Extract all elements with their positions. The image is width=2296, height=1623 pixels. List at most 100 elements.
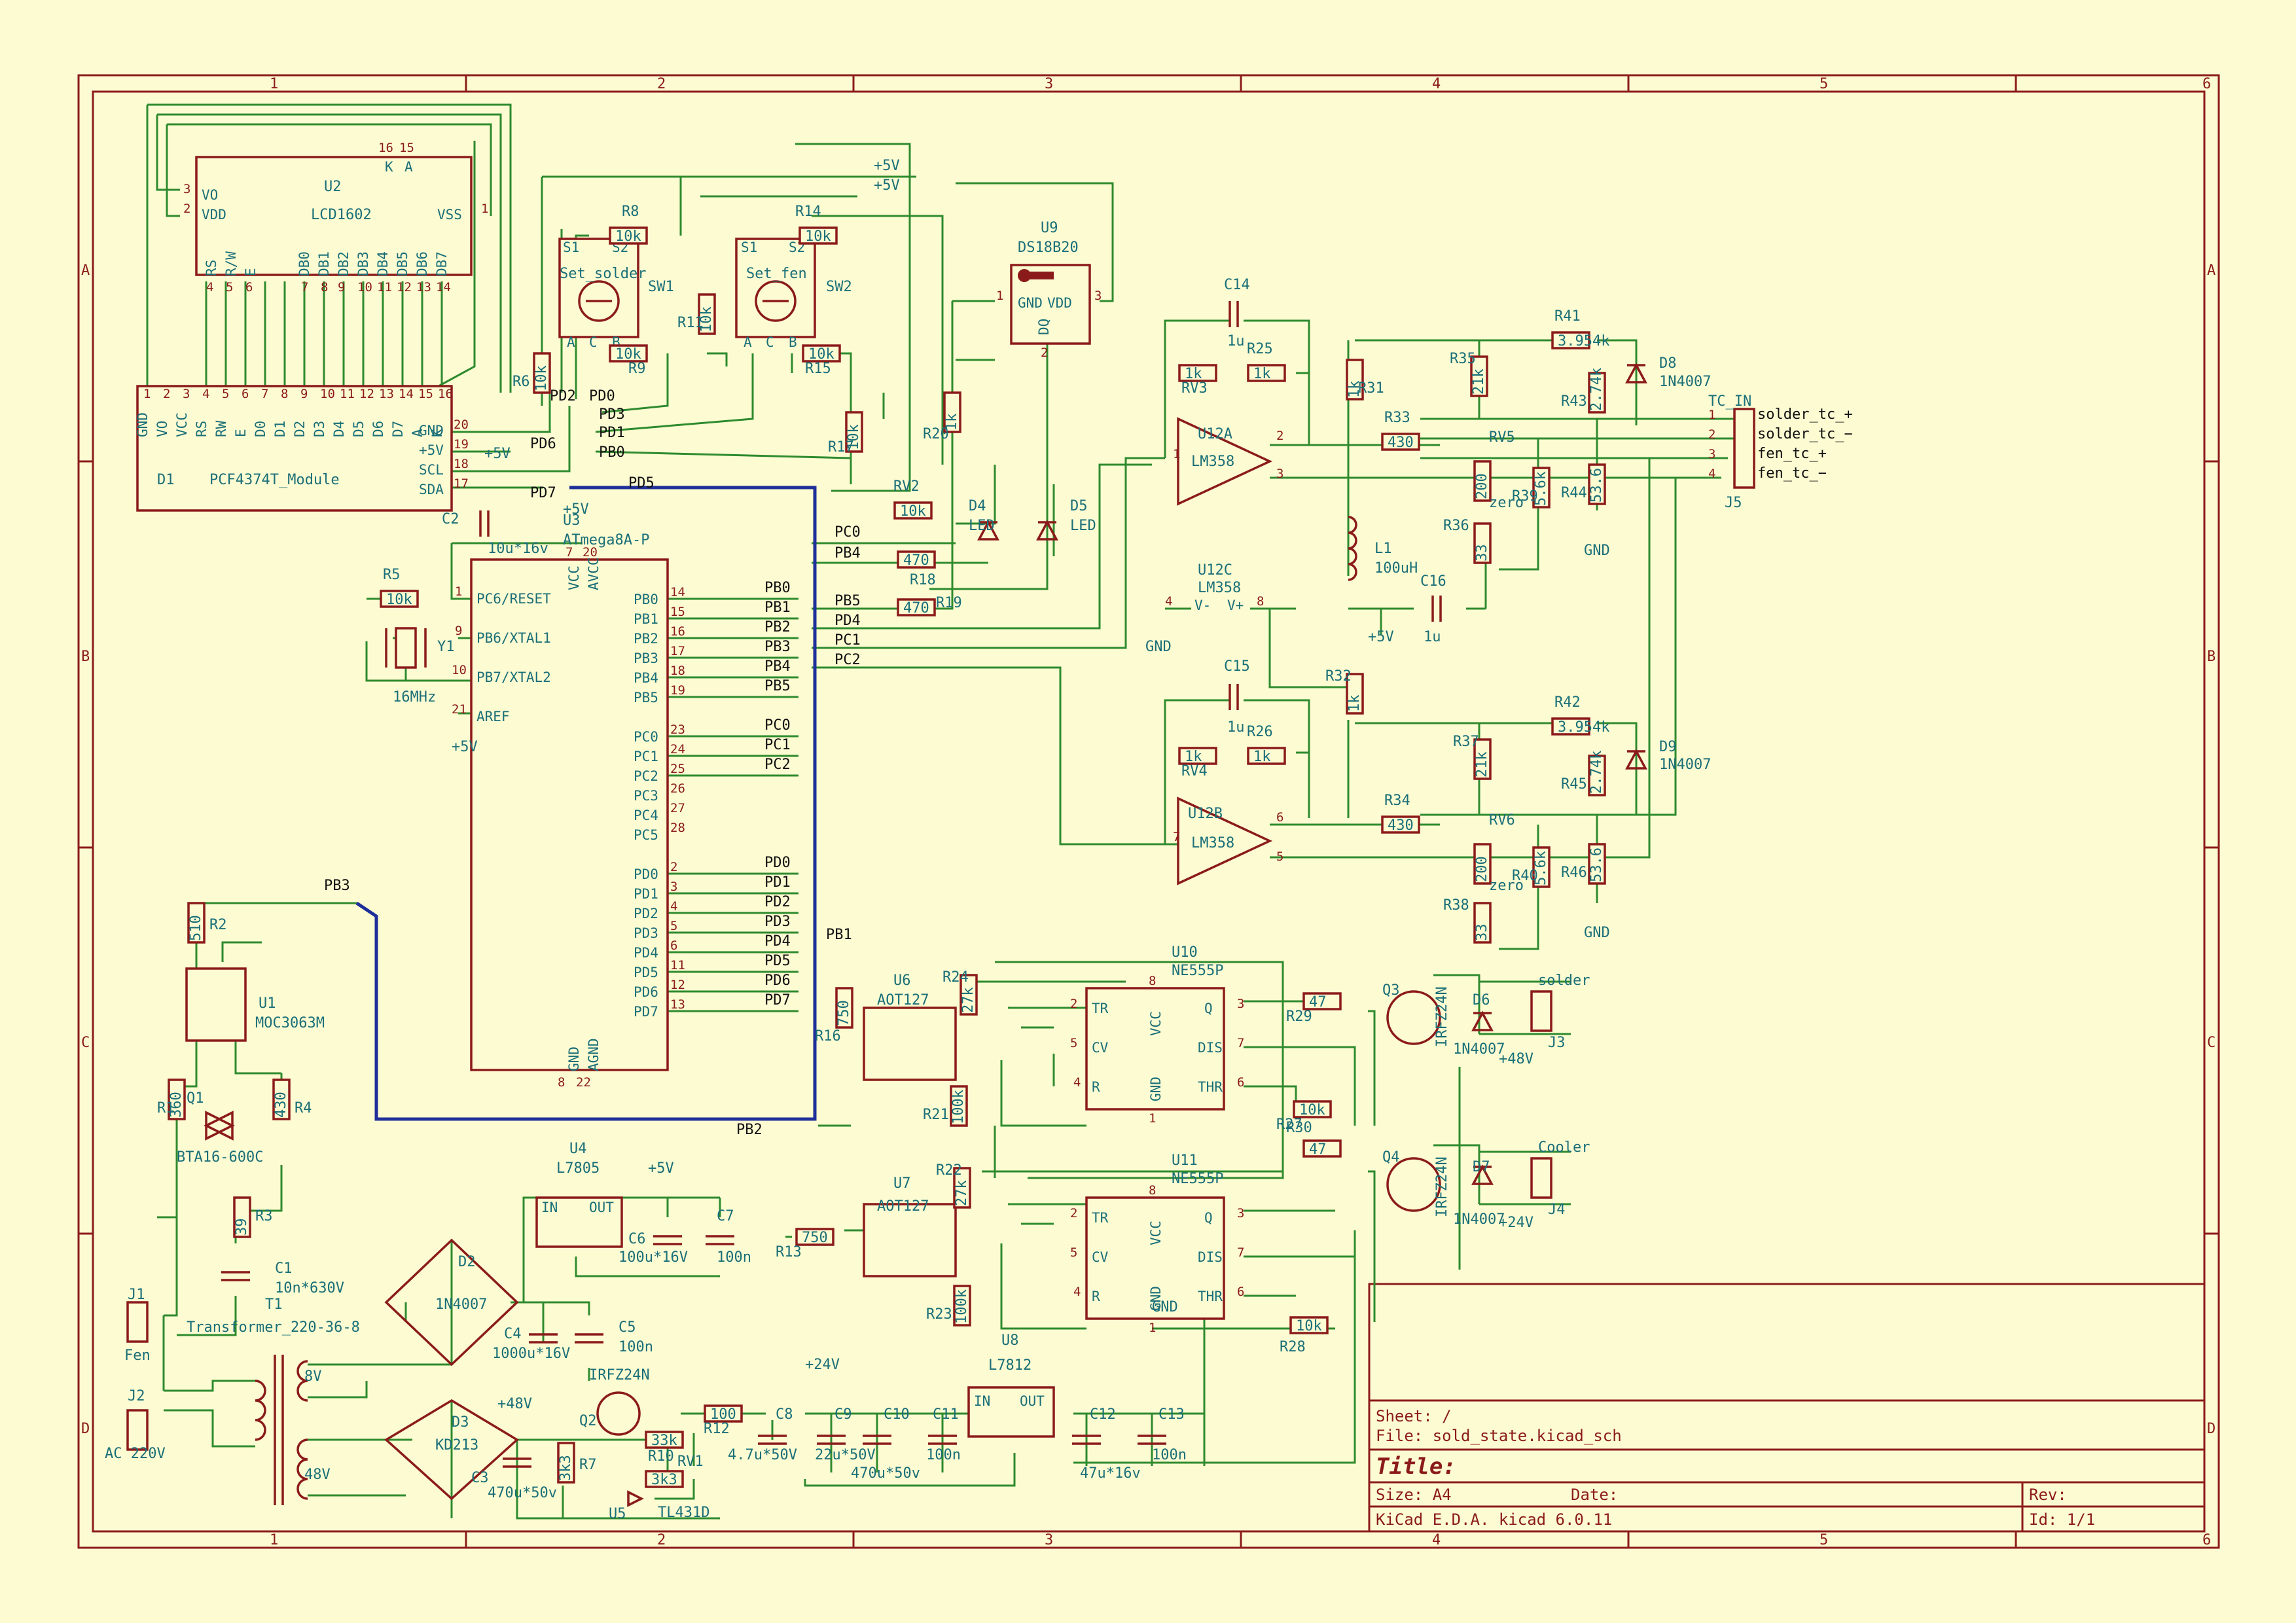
d1-pin-label: VCC <box>174 412 190 437</box>
net-label: PD5 <box>628 475 655 491</box>
svg-text:fen_tc_+: fen_tc_+ <box>1757 446 1827 462</box>
svg-text:R/W: R/W <box>223 251 239 276</box>
svg-text:Y1: Y1 <box>437 639 455 655</box>
resistor-ref: R38 <box>1443 897 1469 914</box>
resistor-ref: R25 <box>1247 341 1273 357</box>
capacitor-ref: C7 <box>717 1208 734 1224</box>
regulator-u8: U8 L7812 IN OUT <box>967 1332 1055 1438</box>
svg-text:4: 4 <box>206 280 213 294</box>
svg-text:IRFZ24N: IRFZ24N <box>1434 986 1450 1047</box>
row-markers: A B C D A B C D <box>81 262 2215 1437</box>
resistor-value: 2.74k <box>1588 368 1605 411</box>
row-label: D <box>81 1421 90 1437</box>
power-label: +24V <box>1499 1215 1534 1231</box>
svg-text:20: 20 <box>454 418 469 432</box>
outer-frame <box>77 74 2220 1549</box>
tb-sheet: Sheet: / <box>1376 1407 1452 1425</box>
opamp-u12c: U12C LM358 V- V+ 4 8 <box>1165 562 1283 613</box>
svg-text:VSS: VSS <box>437 207 462 223</box>
mcu-pin-label: PD5 <box>634 965 658 980</box>
svg-text:V+: V+ <box>1227 597 1244 613</box>
col-label: 6 <box>2202 76 2211 92</box>
mcu-pin-num: 26 <box>670 781 685 796</box>
title-block: Sheet: / File: sold_state.kicad_sch Titl… <box>1368 1283 2206 1533</box>
svg-text:SDA: SDA <box>419 482 444 497</box>
mcu-pin-label: PC2 <box>634 768 658 784</box>
resistor-body <box>1551 331 1590 349</box>
svg-text:C: C <box>766 334 774 350</box>
row-label: D <box>2207 1421 2215 1437</box>
mcu-pin-num: 17 <box>670 644 685 658</box>
power-label: +5V <box>648 1160 674 1177</box>
svg-text:U8: U8 <box>1001 1332 1019 1349</box>
capacitor-value: 100u*16V <box>619 1249 688 1266</box>
capacitor-ref: C9 <box>834 1406 852 1423</box>
d1-pin-label: D1 <box>272 421 288 437</box>
mcu-pin-label: PB3 <box>634 651 658 666</box>
svg-text:8: 8 <box>558 1075 565 1090</box>
encoder-set-solder: Set_solder SW1 S1 S2 A C B <box>558 238 674 350</box>
timer-pin-label: VCC <box>1148 1221 1164 1245</box>
svg-text:DS18B20: DS18B20 <box>1018 240 1079 256</box>
svg-text:U3: U3 <box>563 512 581 529</box>
capacitor-value: 100n <box>926 1447 961 1463</box>
mcu-net-label: PD3 <box>764 914 791 930</box>
timer-pin-num: 7 <box>1237 1245 1244 1260</box>
resistor-ref: R6 <box>512 374 530 390</box>
svg-text:U6: U6 <box>893 972 911 989</box>
d1-pin-num: 9 <box>300 387 308 401</box>
svg-text:5: 5 <box>1276 849 1283 864</box>
resistor-value: 100k <box>954 1289 970 1324</box>
d1-pin-label: A <box>410 429 425 437</box>
mcu-net-label: PC2 <box>764 757 791 773</box>
diode-ref: D6 <box>1473 992 1490 1008</box>
svg-text:21: 21 <box>452 702 467 717</box>
timer-pin-label: TR <box>1092 1001 1109 1016</box>
timer-pin-num: 5 <box>1070 1036 1077 1050</box>
resistor-ref: R29 <box>1286 1008 1312 1025</box>
net-label: PB5 <box>834 593 861 609</box>
svg-text:IRFZ24N: IRFZ24N <box>589 1367 650 1383</box>
mcu-pin-label: PB5 <box>634 690 658 705</box>
svg-text:S1: S1 <box>563 240 579 255</box>
resistor-ref: R20 <box>923 426 949 442</box>
resistor-value: 1k <box>1253 366 1271 382</box>
column-markers-top: 1 2 3 4 5 6 <box>270 76 2211 92</box>
capacitor-value: 470u*50v <box>851 1465 920 1482</box>
svg-text:SW2: SW2 <box>826 279 852 295</box>
mosfet-q4: Q4 IRFZ24N <box>1382 1149 1450 1217</box>
svg-text:AC 220V: AC 220V <box>105 1446 166 1462</box>
resistor-value: 10k <box>386 592 412 608</box>
d1-pin-label: RW <box>213 420 229 437</box>
power-label: +24V <box>805 1357 840 1373</box>
col-label: 4 <box>1432 76 1441 92</box>
timer-pin-label: GND <box>1148 1077 1164 1101</box>
power-label: GND <box>1145 639 1172 655</box>
mcu-pin-num: 24 <box>670 742 685 757</box>
svg-text:20: 20 <box>583 545 598 560</box>
capacitor-ref: C13 <box>1158 1406 1185 1423</box>
resistor-body <box>893 501 933 520</box>
resistor-body <box>380 590 419 608</box>
timer-pin-num: 1 <box>1149 1111 1156 1126</box>
net-label: PB0 <box>599 444 625 461</box>
svg-text:DB1: DB1 <box>316 251 332 276</box>
resistor-ref: R27 <box>1276 1116 1302 1133</box>
mcu-pin-label: PD1 <box>634 886 658 902</box>
resistor-value: 10k <box>805 228 831 245</box>
d1-pin-label: VO <box>154 421 170 437</box>
timer-pin-label: THR <box>1198 1289 1223 1304</box>
